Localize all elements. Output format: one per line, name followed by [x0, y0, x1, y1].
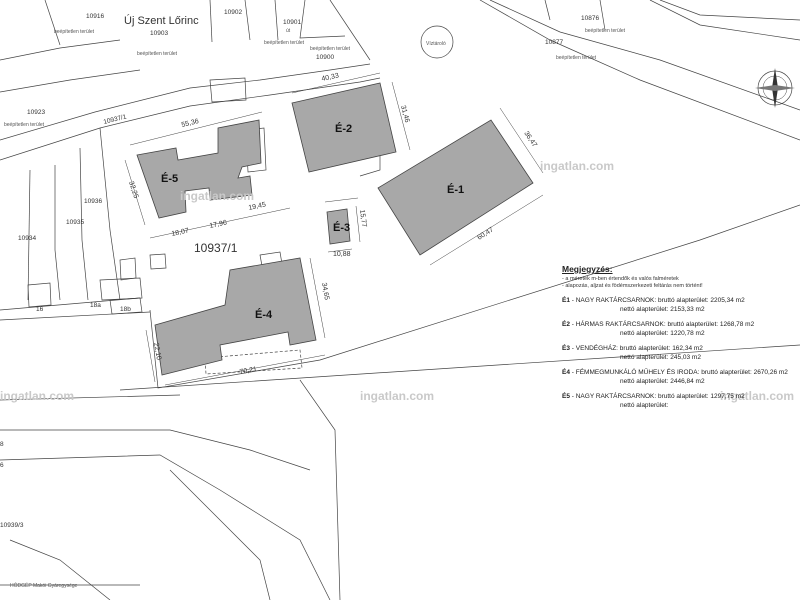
dim-label: 70,21: [239, 366, 258, 376]
legend-netto: nettó alapterület: 2153,33 m2: [620, 306, 705, 313]
note-beepitetlen-6: beépítetlen terület: [585, 28, 626, 34]
watermark: ingatlan.com: [0, 389, 74, 403]
dim-label: 40,33: [321, 72, 340, 83]
legend-brutto: bruttó alapterület: 1297,75 m2: [657, 393, 745, 400]
parcel-10877: 10877: [545, 39, 563, 46]
legend-brutto: bruttó alapterület: 2670,26 m2: [701, 369, 788, 376]
building-e1: [377, 119, 534, 256]
building-e4: [154, 257, 317, 376]
parcel-10901: 10901: [283, 19, 301, 26]
dim-label: 22,10: [152, 342, 162, 361]
dim-label: 18,07: [171, 227, 190, 238]
building-label-e4: É-4: [255, 308, 273, 321]
legend-desc: - NAGY RAKTÁRCSARNOK:: [569, 297, 658, 304]
legend-note: - a méretek m-ben értendők és valós falm…: [562, 276, 679, 282]
legend-entry-e1: É1 - NAGY RAKTÁRCSARNOK: bruttó alapterü…: [562, 296, 792, 314]
watermark: ingatlan.com: [180, 189, 254, 203]
place-name: Új Szent Lőrinc: [124, 14, 199, 27]
dim-label: 55,36: [181, 118, 200, 129]
parcel-10900: 10900: [316, 54, 334, 61]
legend-entry-e4: É4 - FÉMMEGMUNKÁLÓ MŰHELY ÉS IRODA: brut…: [562, 368, 792, 386]
legend-note: - alapozás, aljzat és födémszerkezeti fe…: [562, 283, 703, 289]
building-e3: [326, 208, 351, 245]
legend-desc: - VENDÉGHÁZ:: [569, 345, 620, 352]
building-label-e2: É-2: [335, 122, 352, 135]
note-beepitetlen-5: beépítetlen terület: [4, 122, 45, 128]
legend-entry-e3: É3 - VENDÉGHÁZ: bruttó alapterület: 162,…: [562, 344, 792, 362]
note-beepitetlen-2: beépítetlen terület: [137, 51, 178, 57]
main-parcel-number: 10937/1: [194, 241, 238, 255]
parcel-10903: 10903: [150, 30, 168, 37]
legend-desc: - FÉMMEGMUNKÁLÓ MŰHELY ÉS IRODA:: [569, 369, 702, 376]
legend-code: É4: [562, 369, 570, 376]
parcel-10923: 10923: [27, 109, 45, 116]
watermark: ingatlan.com: [720, 389, 794, 403]
building-label-e5: É-5: [161, 172, 178, 185]
legend-desc: - HÁRMAS RAKTÁRCSARNOK:: [569, 321, 668, 328]
dim-label: 32,25: [127, 180, 139, 199]
dim-label: 34,65: [320, 282, 330, 301]
building-label-e1: É-1: [447, 183, 464, 196]
parcel-6: 6: [0, 462, 4, 469]
legend-entry-e2: É2 - HÁRMAS RAKTÁRCSARNOK: bruttó alapte…: [562, 320, 792, 338]
dimension-lines: [124, 72, 544, 386]
water-tower-symbol: [420, 25, 454, 59]
parcel-10936: 10936: [84, 198, 102, 205]
legend-brutto: bruttó alapterület: 1268,78 m2: [667, 321, 755, 328]
legend-desc: - NAGY RAKTÁRCSARNOK:: [569, 393, 658, 400]
parcel-18a: 18a: [90, 302, 101, 309]
dim-label: 17,96: [209, 219, 228, 230]
legend-code: É1: [562, 297, 570, 304]
building-e5: [136, 119, 262, 219]
legend-netto: nettó alapterület: 2446,84 m2: [620, 378, 705, 385]
legend-code: É3: [562, 345, 570, 352]
note-hodgep: HÓDGÉP Makói Gyáregysége: [10, 582, 78, 589]
note-ut: út: [286, 28, 291, 34]
building-e2: [291, 82, 397, 173]
legend: Megjegyzés: - a méretek m-ben értendők é…: [562, 264, 792, 410]
parcel-10935: 10935: [66, 219, 84, 226]
dim-label: 36,47: [522, 130, 538, 149]
legend-netto: nettó alapterület: 245,03 m2: [620, 354, 701, 361]
legend-entry-e5: É5 - NAGY RAKTÁRCSARNOK: bruttó alapterü…: [562, 392, 792, 410]
legend-netto: nettó alapterület:: [620, 402, 669, 409]
dim-label: 60,47: [476, 226, 495, 241]
parcel-10934: 10934: [18, 235, 36, 242]
parcel-10876: 10876: [581, 15, 599, 22]
note-beepitetlen-3: beépítetlen terület: [264, 40, 305, 46]
legend-code: É2: [562, 321, 570, 328]
parcel-8: 8: [0, 441, 4, 448]
note-beepitetlen-1: beépítetlen terület: [54, 29, 95, 35]
dim-label: 10,88: [333, 251, 351, 258]
legend-title: Megjegyzés:: [562, 264, 613, 274]
note-beepitetlen-7: beépítetlen terület: [556, 55, 597, 61]
note-beepitetlen-4: beépítetlen terület: [310, 46, 351, 52]
buildings: [136, 82, 534, 376]
legend-code: É5: [562, 393, 570, 400]
dim-label: 15,77: [358, 209, 367, 227]
legend-brutto: bruttó alapterület: 2205,34 m2: [657, 297, 745, 304]
dim-label: 19,45: [248, 201, 267, 212]
legend-brutto: bruttó alapterület: 162,34 m2: [619, 345, 703, 352]
watermark: ingatlan.com: [540, 159, 614, 173]
note-viztarolo: Víztároló: [426, 41, 446, 47]
parcel-10902: 10902: [224, 9, 242, 16]
parcel-16: 16: [36, 306, 44, 313]
building-label-e3: É-3: [333, 221, 350, 234]
parcel-10939-3: 10939/3: [0, 522, 24, 529]
dim-label: 31,46: [399, 105, 410, 124]
watermark: ingatlan.com: [360, 389, 434, 403]
compass-icon: [755, 68, 795, 108]
legend-netto: nettó alapterület: 1220,78 m2: [620, 330, 705, 337]
parcel-10916: 10916: [86, 13, 104, 20]
parcel-18b: 18b: [120, 306, 131, 313]
